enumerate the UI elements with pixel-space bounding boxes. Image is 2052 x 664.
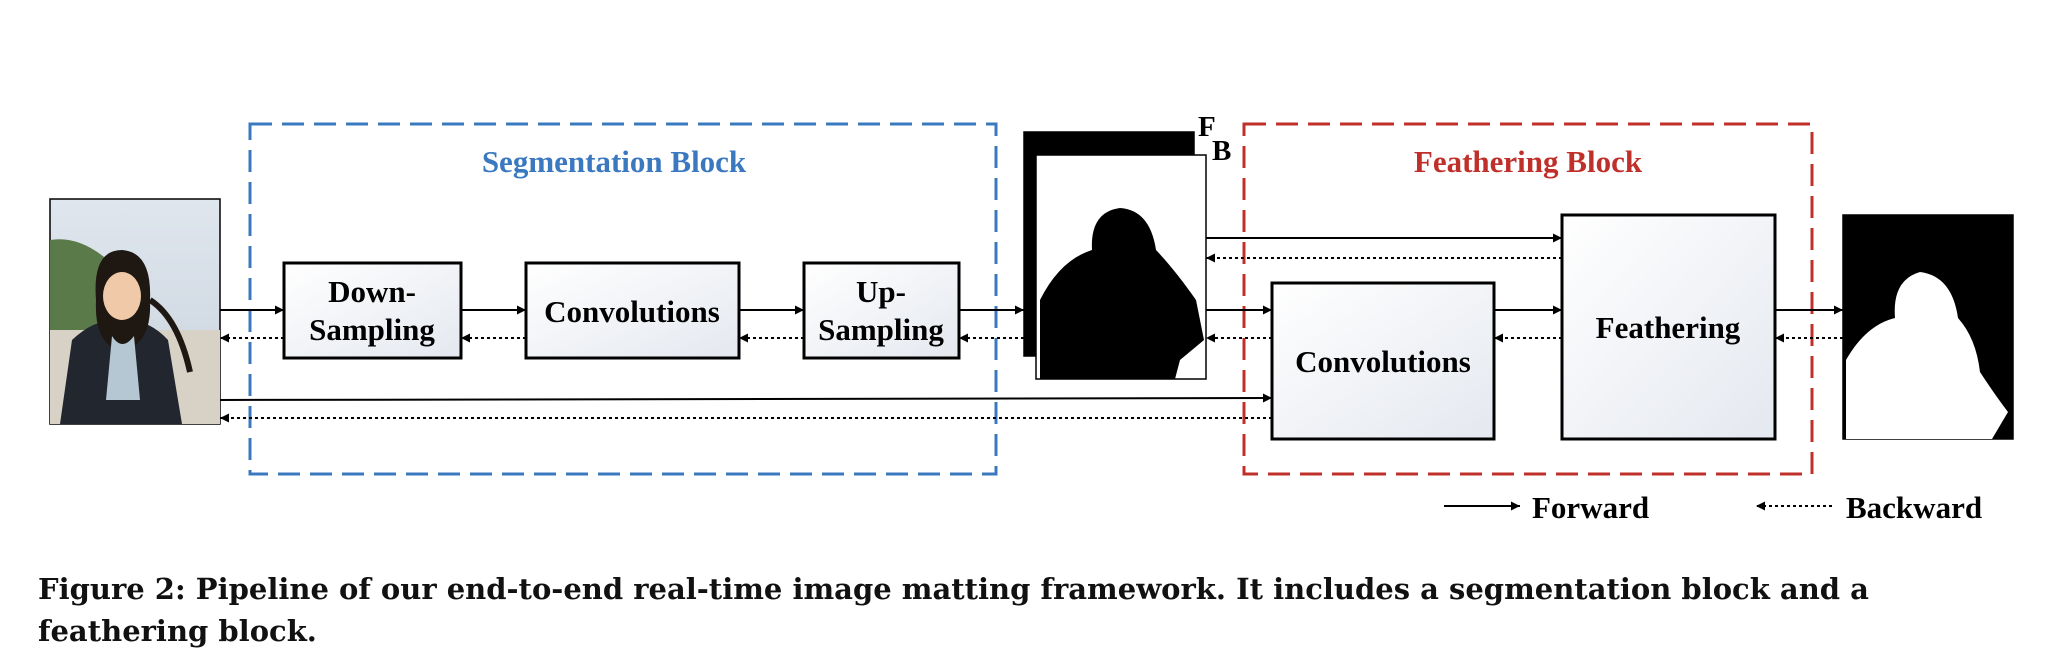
mask-label-f: F [1198,111,1216,143]
down-sampling-label-line1: Down- [328,274,416,309]
segmentation-block-title: Segmentation Block [482,144,747,179]
feathering-box [1560,213,1777,441]
up-sampling-label-line1: Up- [856,274,906,309]
pipeline-diagram: Segmentation Block Feathering Block Down… [49,111,2014,525]
up-sampling-box [802,261,961,360]
mask-label-b: B [1212,135,1231,167]
legend: Forward Backward [1444,490,1982,525]
convolutions-seg-label: Convolutions [544,294,720,329]
feathering-label: Feathering [1596,310,1741,345]
figure-caption: Figure 2: Pipeline of our end-to-end rea… [38,572,1869,648]
down-sampling-box [282,261,463,360]
convolutions-feather-box [1270,281,1496,441]
feathering-block-frame [1242,122,1814,476]
forward-arrows [219,233,1843,403]
output-matte [1842,214,2014,440]
input-photo [49,198,221,425]
feathering-block-title: Feathering Block [1414,144,1643,179]
segmentation-block-frame [248,122,998,476]
legend-backward-label: Backward [1846,490,1982,525]
backward-arrows [220,253,1843,423]
down-sampling-label-line2: Sampling [309,312,435,347]
foreground-mask [1035,154,1207,380]
convolutions-feather-label: Convolutions [1295,344,1471,379]
up-sampling-label-line2: Sampling [818,312,944,347]
legend-forward-label: Forward [1532,490,1649,525]
